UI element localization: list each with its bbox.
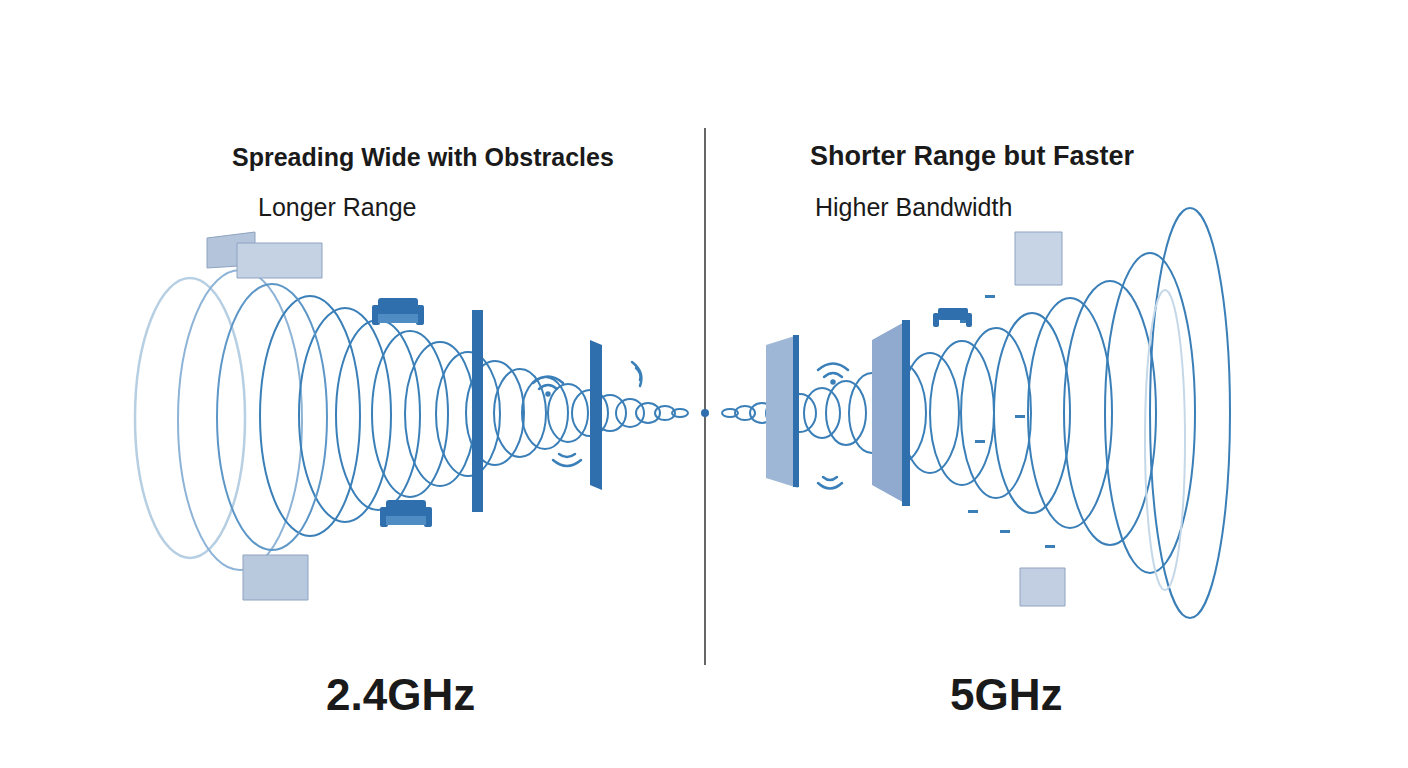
- scatter-dashes: [960, 280, 1055, 548]
- room-boxes: [207, 232, 1065, 606]
- band-label: 5GHz: [950, 670, 1062, 721]
- subheading-text: Longer Range: [258, 193, 416, 222]
- heading-text: Shorter Range but Faster: [810, 141, 1134, 172]
- heading-text: Spreading Wide with Obstracles: [232, 143, 614, 172]
- divider-line: [704, 128, 706, 665]
- wifi-signals: [533, 362, 848, 489]
- wave-rings-right: [722, 208, 1230, 618]
- access-point: [701, 409, 709, 417]
- band-label: 2.4GHz: [326, 670, 475, 721]
- sofa-icons: [372, 298, 972, 527]
- wave-rings-left: [135, 270, 688, 570]
- walls: [472, 310, 910, 512]
- subheading-text: Higher Bandwidth: [815, 193, 1012, 222]
